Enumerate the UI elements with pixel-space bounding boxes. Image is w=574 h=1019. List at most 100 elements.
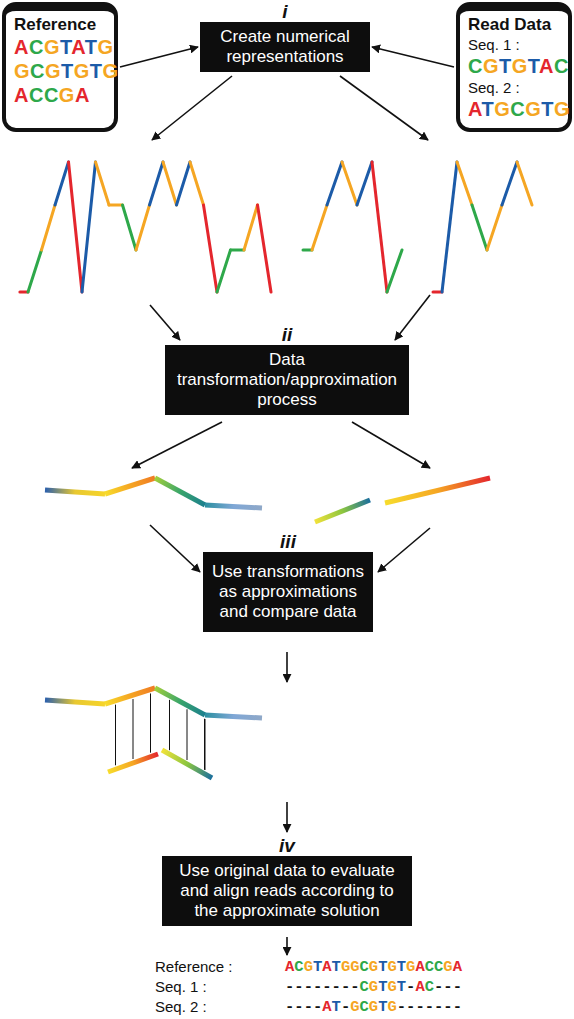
base-letter: G — [341, 958, 350, 976]
base-letter: T — [85, 36, 98, 58]
signal-stroke — [28, 250, 42, 292]
flow-arrow — [132, 422, 222, 468]
device-panel: Read DataSeq. 1 :CGTGTACSeq. 2 :ATGCGTG — [456, 2, 572, 132]
step-numeral: iv — [142, 836, 432, 856]
base-letter: - — [285, 998, 294, 1016]
signal-stroke — [517, 162, 532, 205]
aligned-sequence: ACGTATGGCGTGTGACCGA — [285, 958, 462, 976]
process-box: iiiUse transformations as approximations… — [203, 552, 373, 632]
base-letter: G — [59, 84, 75, 106]
base-letter: - — [434, 998, 443, 1016]
process-box: ivUse original data to evaluate and alig… — [162, 856, 412, 926]
approx-segment — [105, 478, 155, 494]
sequence-text: ATGCGTG — [468, 97, 560, 121]
base-letter: A — [453, 958, 462, 976]
signal-stroke — [442, 162, 457, 292]
device-panel: ReferenceACGTATGGCGTGTGACCGA — [2, 2, 118, 132]
base-letter: G — [304, 958, 313, 976]
base-letter: C — [44, 84, 59, 106]
signal-stroke — [136, 205, 150, 250]
base-letter: T — [378, 998, 387, 1016]
sequence-label: Seq. 1 : — [468, 35, 560, 54]
base-letter: A — [468, 98, 481, 120]
base-letter: - — [443, 978, 452, 996]
base-letter: G — [103, 60, 119, 82]
base-letter: G — [45, 60, 61, 82]
row-label: Seq. 2 : — [155, 998, 207, 1016]
flow-arrow — [286, 937, 288, 955]
base-letter: A — [285, 958, 294, 976]
base-letter: T — [541, 98, 554, 120]
base-letter: A — [415, 958, 424, 976]
signal-stroke — [472, 205, 487, 250]
signal-stroke — [204, 205, 218, 292]
signal-stroke — [96, 162, 110, 205]
base-letter: G — [554, 98, 570, 120]
base-letter: C — [29, 36, 44, 58]
approx-segment — [45, 700, 105, 704]
sequence-label: Seq. 2 : — [468, 78, 560, 97]
signal-stroke — [312, 205, 327, 250]
signal-stroke — [150, 162, 164, 205]
base-letter: A — [75, 84, 90, 106]
step-numeral: ii — [145, 325, 429, 345]
signal-stroke — [502, 162, 517, 205]
row-label: Seq. 1 : — [155, 978, 207, 996]
box-text: Use transformations as approximations an… — [209, 562, 367, 622]
base-letter: - — [322, 978, 331, 996]
flow-arrow — [378, 528, 430, 572]
base-letter: C — [294, 958, 303, 976]
signal-stroke — [55, 162, 69, 205]
flow-arrow — [150, 305, 180, 340]
flow-arrow — [152, 76, 232, 140]
flow-connector — [120, 47, 198, 67]
signal-stroke — [372, 162, 387, 292]
flow-arrow — [286, 652, 288, 682]
box-text: Create numerical representations — [206, 27, 364, 67]
signal-stroke — [217, 250, 231, 292]
approx-segment — [108, 754, 158, 772]
approx-segment — [155, 688, 205, 715]
base-letter: T — [61, 60, 74, 82]
base-letter: G — [494, 98, 510, 120]
box-text: Use original data to evaluate and align … — [168, 861, 406, 921]
step-numeral: iii — [183, 532, 393, 552]
base-letter: C — [425, 978, 434, 996]
panel-title: Read Data — [468, 14, 560, 35]
flow-connector — [372, 47, 454, 67]
base-letter: G — [369, 998, 378, 1016]
base-letter: - — [453, 998, 462, 1016]
sequence-text: CGTGTAC — [468, 54, 560, 78]
signal-stroke — [457, 162, 472, 205]
base-letter: T — [60, 36, 71, 58]
base-letter: - — [294, 978, 303, 996]
base-letter: G — [97, 36, 113, 58]
approx-segment — [205, 715, 262, 718]
signal-stroke — [42, 205, 56, 250]
signal-stroke — [258, 205, 272, 292]
numerical-signal — [20, 162, 532, 292]
base-letter: G — [44, 36, 60, 58]
base-letter: T — [90, 60, 103, 82]
base-letter: C — [29, 84, 44, 106]
panel-title: Reference — [14, 14, 106, 35]
approximation-segments — [45, 478, 490, 778]
flow-arrow — [352, 422, 430, 468]
row-label: Reference : — [155, 958, 233, 976]
base-letter: T — [378, 958, 387, 976]
base-letter: - — [313, 978, 322, 996]
base-letter: - — [434, 978, 443, 996]
approx-segment — [45, 490, 105, 494]
signal-stroke — [487, 205, 502, 250]
flow-arrow — [286, 802, 288, 832]
base-letter: - — [406, 998, 415, 1016]
base-letter: A — [539, 55, 554, 77]
signal-stroke — [244, 205, 258, 250]
match-line — [187, 709, 188, 760]
process-box: iCreate numerical representations — [200, 22, 370, 72]
aligned-sequence: --------CGTGT-AC--- — [285, 978, 462, 996]
box-text: Data transformation/approximation proces… — [171, 350, 403, 410]
base-letter: - — [304, 978, 313, 996]
